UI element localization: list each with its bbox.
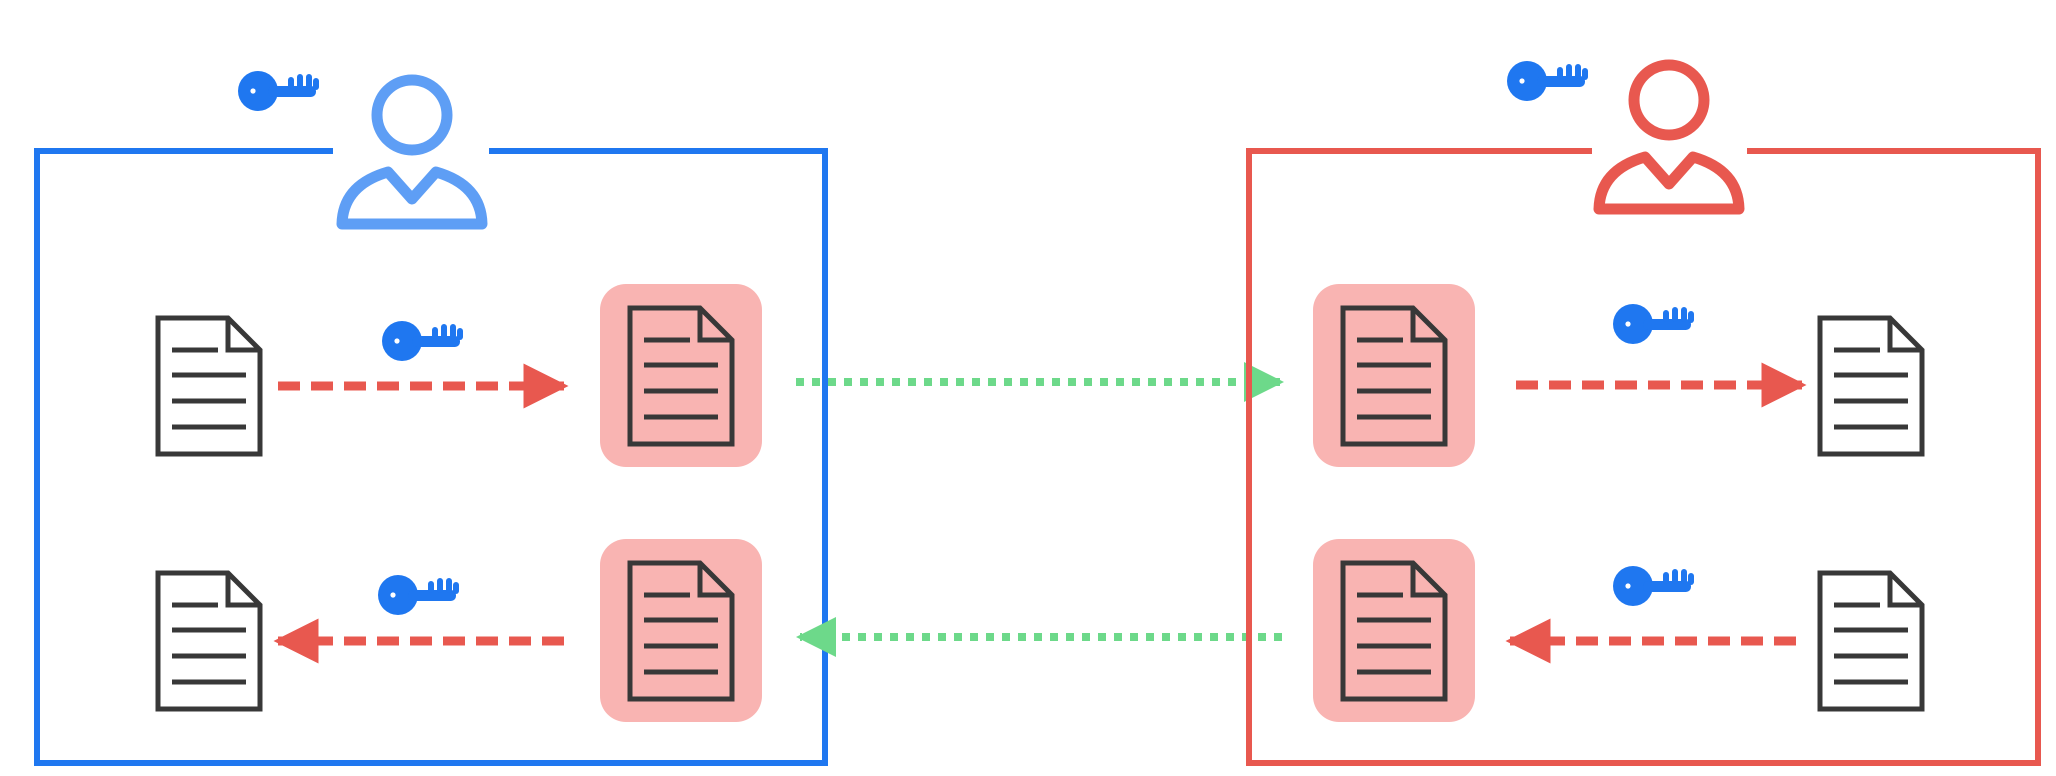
receiver-encrypted-document-badge: [1313, 284, 1475, 467]
sender-panel: [34, 71, 828, 766]
sender-frame: [34, 148, 828, 766]
receiver-private-key-icon: [1507, 61, 1588, 101]
sender-decrypt-key-icon: [378, 575, 459, 615]
sender-received-encrypted-badge: [600, 539, 762, 722]
sender-person-icon: [342, 80, 482, 224]
receiver-reply-encrypted-badge: [1313, 539, 1475, 722]
receiver-decrypt-key-icon: [1613, 304, 1694, 344]
sender-decrypted-document-icon: [158, 573, 260, 709]
receiver-person-icon: [1599, 65, 1739, 209]
sender-encrypt-key-icon: [382, 321, 463, 361]
sender-private-key-icon: [238, 71, 319, 111]
receiver-panel: [1246, 61, 2041, 766]
receiver-frame: [1246, 148, 2041, 766]
receiver-encrypt-key-icon: [1613, 566, 1694, 606]
receiver-reply-plain-document-icon: [1820, 573, 1922, 709]
sender-encrypted-document-badge: [600, 284, 762, 467]
transmission-channel: [796, 362, 1284, 657]
receiver-plain-document-icon: [1820, 318, 1922, 454]
sender-plain-document-icon: [158, 318, 260, 454]
